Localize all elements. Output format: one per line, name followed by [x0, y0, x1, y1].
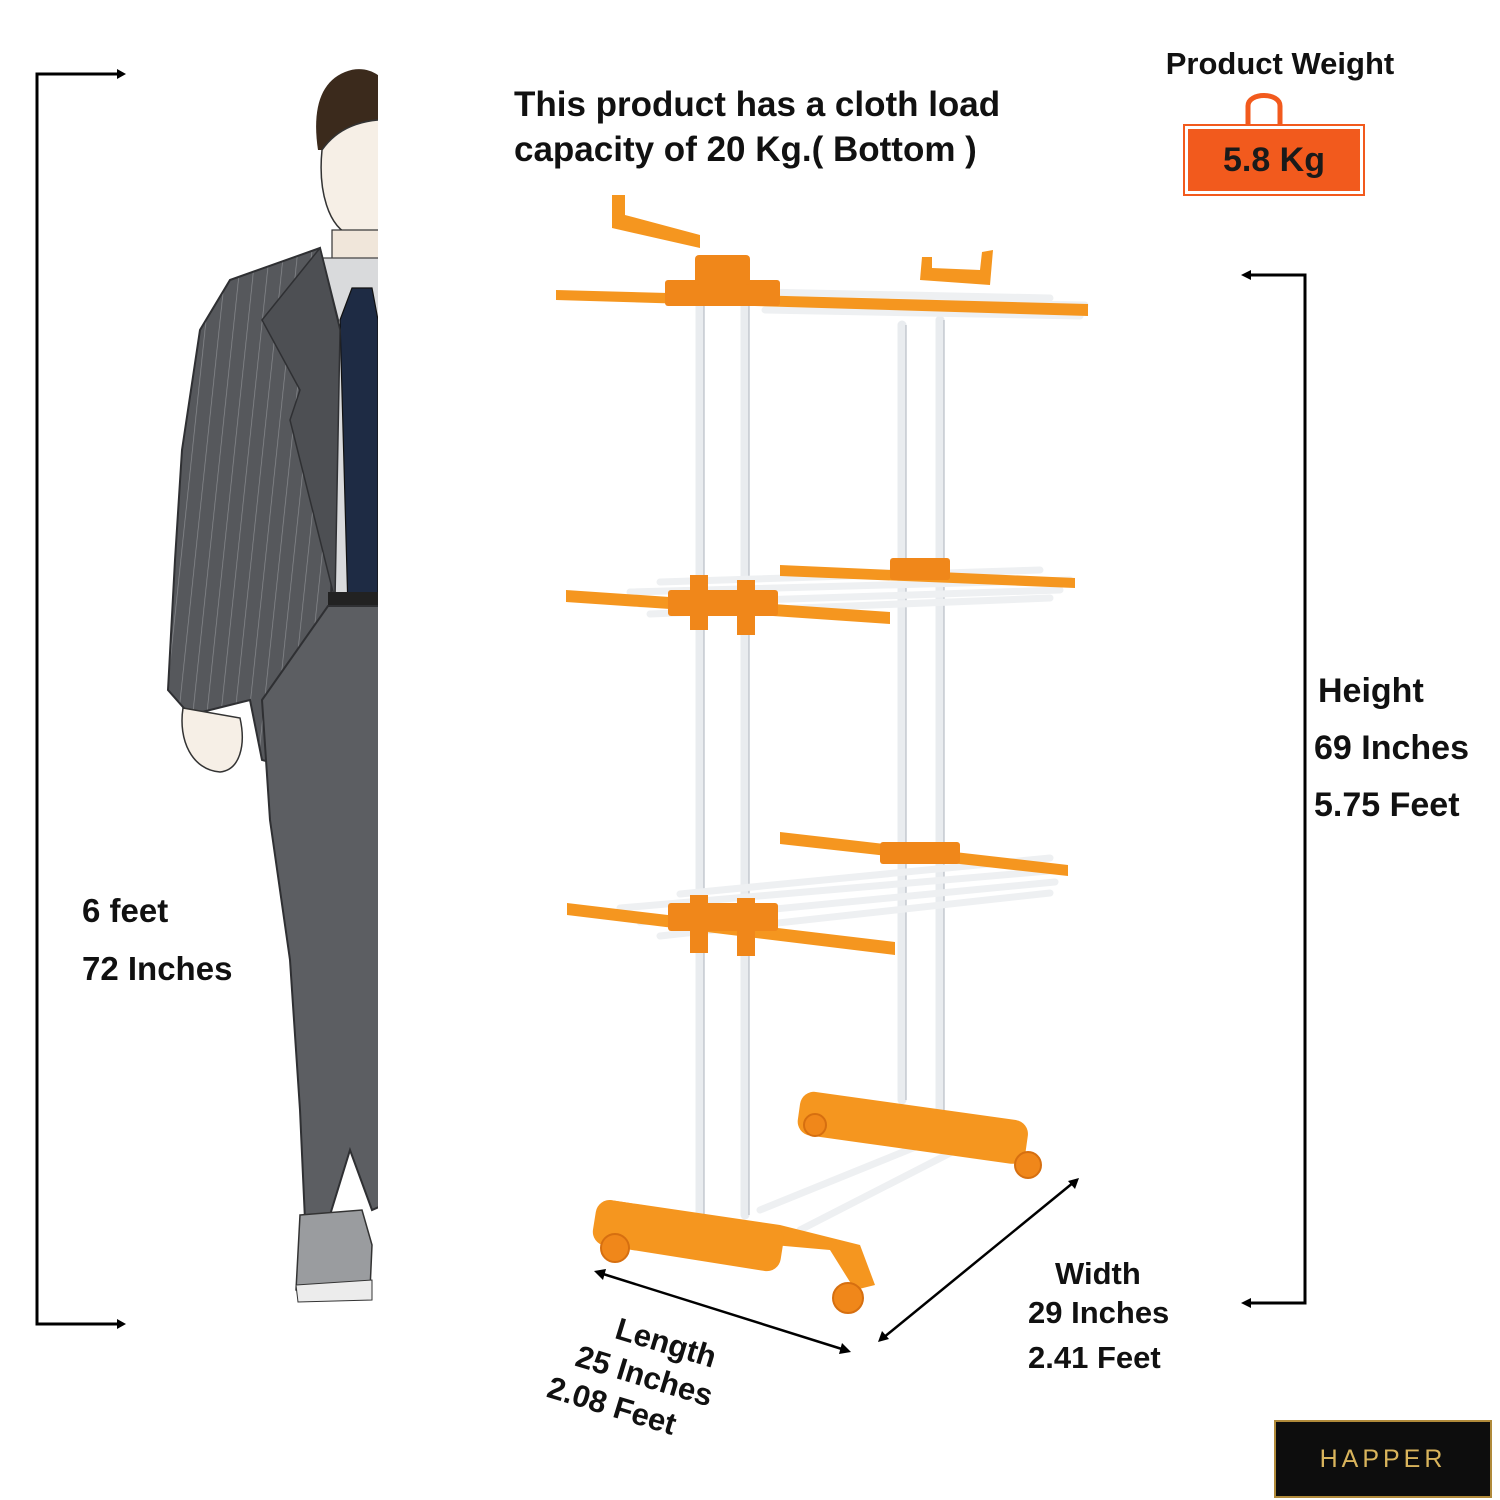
product-width-label: Width — [1055, 1256, 1141, 1291]
person-height-feet: 6 feet — [82, 892, 169, 929]
product-width-feet: 2.41 Feet — [1028, 1340, 1161, 1375]
product-weight-title: Product Weight — [1165, 46, 1395, 81]
top-tier — [556, 195, 1089, 320]
product-height-bracket — [1246, 273, 1307, 1305]
product-height-feet: 5.75 Feet — [1314, 786, 1460, 824]
lower-tier — [567, 832, 1068, 956]
headline-line-1: This product has a cloth load — [514, 85, 1001, 124]
brand-logo: HAPPER — [1274, 1420, 1492, 1498]
middle-tier — [566, 558, 1075, 635]
product-weight-value: 5.8 Kg — [1222, 140, 1326, 179]
man-figure — [166, 69, 378, 1303]
width-arrow — [878, 1178, 1079, 1342]
headline-line-2: capacity of 20 Kg.( Bottom ) — [514, 130, 977, 169]
length-arrow — [594, 1269, 851, 1354]
base — [592, 1091, 1042, 1314]
brand-logo-text: HAPPER — [1319, 1444, 1447, 1473]
weight-bag-handle — [1245, 93, 1283, 126]
hand — [181, 707, 243, 773]
drying-stand — [556, 195, 1089, 1314]
person-height-inches: 72 Inches — [82, 950, 233, 987]
product-width-inches: 29 Inches — [1028, 1295, 1170, 1330]
person-height-bracket — [35, 72, 122, 1326]
load-capacity-headline: This product has a cloth load capacity o… — [514, 82, 1074, 172]
product-weight-badge: 5.8 Kg — [1185, 126, 1363, 194]
product-height-inches: 69 Inches — [1314, 729, 1469, 767]
tie — [339, 287, 378, 641]
trousers — [260, 605, 378, 1222]
product-height-label: Height — [1318, 672, 1424, 710]
